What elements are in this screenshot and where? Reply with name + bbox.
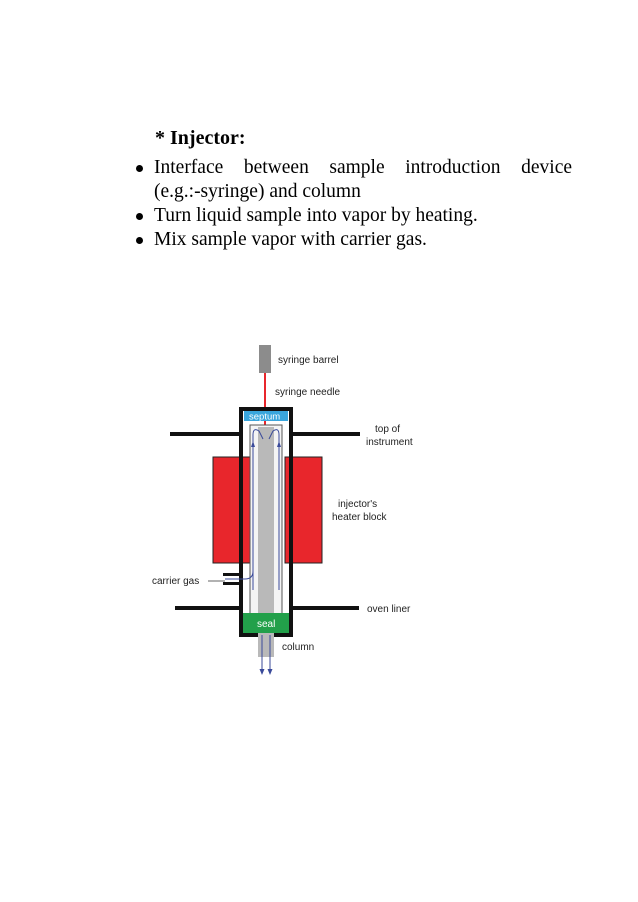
syringe-barrel-label: syringe barrel — [278, 355, 339, 366]
oven-liner-left — [175, 606, 241, 610]
bullet-icon — [136, 165, 143, 172]
arrow-head — [259, 669, 265, 675]
syringe-needle-label: syringe needle — [275, 387, 340, 398]
arrow-head — [277, 441, 281, 447]
carrier-gas-inlet-top — [223, 573, 241, 576]
injector-diagram: septum seal syringe barrel syringe needl… — [152, 345, 413, 675]
oven-liner-label: oven liner — [367, 604, 411, 615]
carrier-gas-flow — [225, 570, 254, 580]
syringe-barrel — [259, 345, 271, 373]
bullet-icon — [136, 237, 143, 244]
column-label: column — [282, 642, 314, 653]
seal — [243, 613, 289, 633]
instrument-label: instrument — [366, 437, 413, 448]
carrier-gas-label: carrier gas — [152, 576, 199, 587]
list-item: Interface between sample introduction de… — [132, 156, 572, 204]
arrow-head — [251, 441, 255, 447]
injectors-label: injector's — [338, 499, 377, 510]
column-tube — [258, 427, 274, 657]
instrument-top-left — [170, 432, 242, 436]
flow-arrow-left — [252, 429, 264, 590]
top-of-label: top of — [375, 424, 400, 435]
list-item-text: Turn liquid sample into vapor by heating… — [154, 205, 478, 226]
injector-body — [239, 407, 293, 637]
carrier-gas-inlet-bottom — [223, 582, 241, 585]
oven-liner-right — [291, 606, 359, 610]
flow-arrow-right — [268, 429, 280, 590]
arrow-head — [267, 669, 273, 675]
list-item-text: Mix sample vapor with carrier gas. — [154, 229, 427, 250]
seal-label: seal — [257, 619, 275, 630]
list-item-text-continued: (e.g.:-syringe) and column — [154, 181, 361, 202]
list-item-text: Interface between sample introduction de… — [154, 157, 572, 178]
bullet-icon — [136, 213, 143, 220]
instrument-top-right — [292, 432, 360, 436]
bullet-list: Interface between sample introduction de… — [132, 156, 572, 252]
heater-block-left — [212, 456, 251, 564]
list-item: Turn liquid sample into vapor by heating… — [132, 204, 572, 228]
list-item: Mix sample vapor with carrier gas. — [132, 228, 572, 252]
septum — [244, 411, 288, 421]
heater-block-label: heater block — [332, 512, 387, 523]
septum-label: septum — [249, 412, 280, 423]
section-heading: * Injector: — [155, 127, 246, 149]
